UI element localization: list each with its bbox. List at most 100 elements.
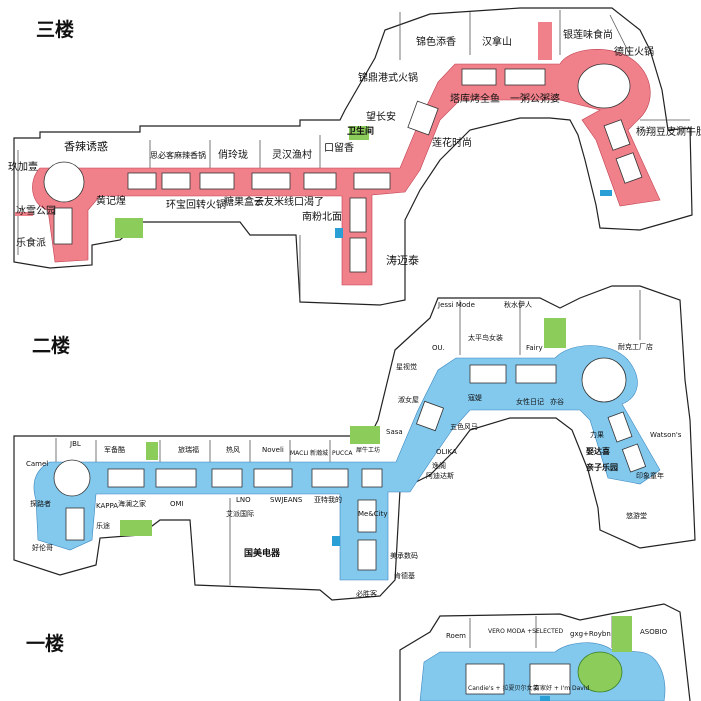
shop-label: 口渴了: [294, 196, 324, 208]
shop-label: 锦色添香: [416, 35, 456, 48]
first-floor-corridor: [419, 642, 666, 701]
shop-label: 香辣诱惑: [64, 139, 108, 153]
shop-label: Noveli: [262, 446, 284, 454]
shop-label: 逸阁: [432, 461, 446, 470]
shop-label: 银莲味食尚: [563, 28, 613, 41]
shop-label: 糖果盒子: [224, 195, 264, 208]
shop-label: Sasa: [386, 428, 403, 436]
shop-label: LNO: [236, 496, 251, 504]
third-floor-elevator-2: [600, 190, 612, 196]
shop-label: 百家好 + I'm David: [534, 684, 590, 692]
shop-label: 军备酷: [104, 445, 125, 454]
shop-label: 星视觉: [396, 362, 417, 371]
second-floor-green-area-3: [544, 318, 566, 348]
third-floor-restroom-green: [349, 126, 369, 140]
shop-label: 秋水伊人: [504, 300, 532, 309]
first-floor: 一楼 Roem VERO MODA +SELECTED gxg+Roybn AS…: [26, 603, 691, 701]
shop-label: 太平鸟女装: [468, 333, 503, 342]
shop-label: 五色风马: [450, 422, 478, 431]
second-floor-green-area: [146, 442, 158, 460]
shop-label: 望长安: [366, 110, 396, 123]
shop-label: 美承数码: [390, 551, 418, 560]
shop-label: 锦鼎港式火锅: [358, 71, 418, 84]
shop-label: Jessi Mode: [437, 301, 475, 309]
shop-label: PUCCA: [332, 450, 353, 457]
shop-label: 乐食派: [16, 236, 46, 249]
shop-label: 力果: [590, 430, 604, 439]
shop-label: MACLI: [290, 450, 309, 457]
shop-label: 一粥公粥婆: [510, 93, 560, 105]
shop-label: 南粉北面: [302, 210, 342, 223]
shop-label: SWJEANS: [270, 496, 303, 504]
shop-label: 艾派国际: [226, 509, 254, 518]
shop-label: 口留香: [324, 141, 354, 154]
shop-label: 阿迪达斯: [426, 471, 454, 480]
third-floor-blocks: [53, 68, 643, 273]
shop-label: OU.: [432, 344, 445, 352]
first-floor-elevator: [540, 696, 550, 701]
shop-label: 黄记煌: [96, 194, 126, 207]
shop-label: gxg+Roybn: [570, 630, 611, 638]
third-floor-elevator: [335, 228, 343, 238]
shop-label: 莲花时尚: [432, 136, 472, 149]
shop-label: 热风: [226, 445, 240, 454]
third-floor-green-area: [115, 218, 143, 238]
shop-label: Me&City: [358, 510, 388, 518]
shop-label: 亲子乐园: [586, 462, 618, 472]
shop-label: 涛迈泰: [386, 253, 419, 267]
shop-label: 国美电器: [244, 547, 281, 559]
shop-label: 海澜之家: [118, 499, 146, 508]
third-floor: 三楼: [8, 7, 701, 306]
shop-label: OMI: [170, 500, 184, 508]
shop-label: 玖加壹: [8, 160, 38, 173]
restroom-label: 卫生间: [347, 125, 374, 137]
shop-label: 俏玲珑: [218, 148, 248, 161]
shop-label: 犀牛工坊: [356, 446, 380, 454]
shop-label: 新瀚城: [310, 449, 328, 457]
shop-label: 娶达喜: [586, 446, 610, 456]
third-floor-title: 三楼: [36, 18, 74, 41]
shop-label: 灵汉渔村: [272, 148, 312, 161]
shop-label: Roem: [446, 632, 466, 640]
shop-label: Candie's + 拉夏贝尔女装: [468, 684, 538, 692]
shop-label: 云友米线: [254, 195, 294, 208]
second-floor-blocks: [65, 364, 647, 571]
shop-label: 旅瑞福: [178, 445, 199, 454]
shop-label: 淑女屋: [398, 395, 419, 404]
shop-label: 探路者: [30, 499, 51, 508]
shop-label: KAPPA: [96, 502, 118, 510]
shop-label: 亚特我的: [314, 495, 342, 504]
shop-label: 女性日记: [516, 397, 544, 406]
shop-label: OLIKA: [436, 448, 457, 456]
shop-label: 寇媞: [468, 393, 482, 402]
second-floor-restroom: [350, 426, 380, 444]
shop-label: 冰雪公园: [16, 204, 56, 217]
shop-label: 乐途: [96, 521, 110, 530]
shop-label: Fairy: [526, 344, 543, 352]
third-floor-corridor: [32, 49, 661, 286]
shop-label: 环宝回转火锅: [166, 198, 226, 211]
shop-label: 耐克工厂店: [618, 342, 653, 351]
shop-label: 好伦哥: [32, 543, 53, 552]
shop-label: 必胜客: [356, 589, 377, 598]
shop-label: 悠游堂: [626, 511, 647, 520]
shop-label: 德庄火锅: [614, 45, 654, 58]
shop-label: VERO MODA +SELECTED: [488, 628, 564, 635]
second-floor-green-area-2: [120, 520, 152, 536]
shop-label: 亦谷: [550, 397, 564, 406]
shop-label: Watson's: [650, 431, 682, 439]
third-floor-entrance-mark: [15, 212, 33, 216]
first-floor-green-area: [612, 616, 632, 652]
shop-label: 汉拿山: [482, 35, 512, 48]
shop-label: 杨翔豆皮涮牛肚: [636, 125, 701, 138]
second-floor: 二楼: [13, 285, 696, 601]
second-floor-elevator: [332, 536, 340, 546]
shop-label: 肯德基: [394, 571, 415, 580]
second-floor-title: 二楼: [32, 334, 70, 357]
shop-label: 塔库烤全鱼: [450, 92, 500, 105]
shop-label: 印象童年: [636, 471, 664, 480]
shop-label: 思必客麻辣香锅: [150, 150, 206, 160]
third-floor-stair: [538, 22, 552, 60]
first-floor-title: 一楼: [26, 632, 64, 655]
